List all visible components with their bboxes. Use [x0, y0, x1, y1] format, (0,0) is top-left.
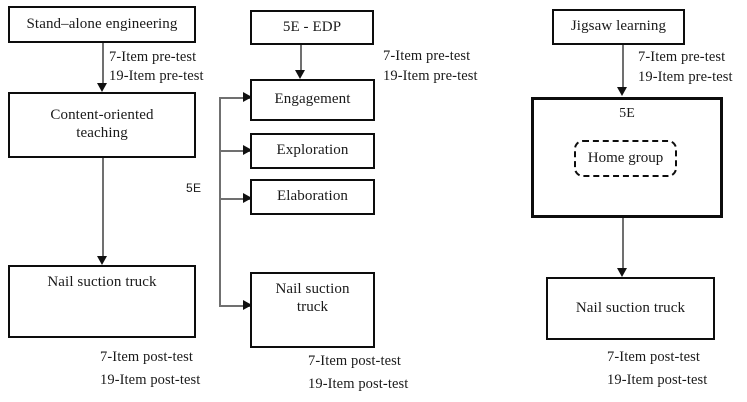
connector-branch-trunk	[219, 97, 221, 306]
connector-5e-to-truck-right	[622, 218, 624, 271]
node-label: Nail suction truck	[47, 274, 157, 290]
arrowhead-down-icon	[97, 256, 107, 265]
label-pretest-left-19: 19-Item pre-test	[109, 68, 204, 84]
node-stand-alone-engineering[interactable]: Stand–alone engineering	[8, 6, 196, 43]
node-5e-edp[interactable]: 5E - EDP	[250, 10, 374, 45]
connector-jigsaw-to-5e	[622, 45, 624, 89]
label-posttest-middle-19: 19-Item post-test	[308, 376, 409, 392]
node-jigsaw-learning[interactable]: Jigsaw learning	[552, 9, 685, 45]
label-pretest-right-19: 19-Item pre-test	[638, 69, 733, 85]
node-label: 5E	[619, 106, 635, 121]
label-posttest-left-19: 19-Item post-test	[100, 372, 201, 388]
label-posttest-right-19: 19-Item post-test	[607, 372, 708, 388]
node-elaboration[interactable]: Elaboration	[250, 179, 375, 215]
label-pretest-left-7: 7-Item pre-test	[109, 49, 197, 65]
node-nail-suction-truck-left[interactable]: Nail suction truck	[8, 265, 196, 338]
connector-branch-to-truck	[219, 305, 250, 307]
node-label: Home group	[587, 150, 664, 166]
arrowhead-right-icon	[243, 145, 252, 155]
connector-branch-to-exploration	[219, 150, 250, 152]
node-label: Exploration	[276, 142, 349, 159]
node-label: Stand–alone engineering	[26, 15, 178, 32]
arrowhead-right-icon	[243, 300, 252, 310]
node-home-group[interactable]: Home group	[574, 140, 677, 177]
node-nail-suction-truck-right[interactable]: Nail suction truck	[546, 277, 715, 340]
connector-standalone-to-content	[102, 43, 104, 85]
connector-branch-to-elaboration	[219, 198, 250, 200]
arrowhead-down-icon	[295, 70, 305, 79]
connector-5eedp-to-engagement	[300, 45, 302, 73]
arrowhead-right-icon	[243, 92, 252, 102]
node-label: Nail suction truck	[275, 281, 350, 315]
node-label: Nail suction truck	[575, 299, 686, 316]
label-pretest-middle-19: 19-Item pre-test	[383, 68, 478, 84]
label-pretest-middle-7: 7-Item pre-test	[383, 48, 471, 64]
node-label: Elaboration	[276, 188, 349, 205]
label-pretest-right-7: 7-Item pre-test	[638, 49, 726, 65]
arrowhead-down-icon	[617, 87, 627, 96]
node-label: Jigsaw learning	[570, 18, 667, 35]
arrowhead-down-icon	[617, 268, 627, 277]
arrowhead-down-icon	[97, 83, 107, 92]
node-label: Engagement	[274, 91, 351, 108]
node-exploration[interactable]: Exploration	[250, 133, 375, 169]
label-branch-5e: 5E	[186, 181, 202, 195]
node-label: Content-oriented teaching	[50, 107, 154, 141]
arrowhead-right-icon	[243, 193, 252, 203]
node-content-oriented-teaching[interactable]: Content-oriented teaching	[8, 92, 196, 158]
node-label: 5E - EDP	[282, 18, 342, 35]
label-posttest-left-7: 7-Item post-test	[100, 349, 194, 365]
connector-content-to-truck	[102, 158, 104, 258]
label-posttest-right-7: 7-Item post-test	[607, 349, 701, 365]
label-posttest-middle-7: 7-Item post-test	[308, 353, 402, 369]
node-engagement[interactable]: Engagement	[250, 79, 375, 121]
node-nail-suction-truck-middle[interactable]: Nail suction truck	[250, 272, 375, 348]
connector-branch-to-engagement	[219, 97, 250, 99]
